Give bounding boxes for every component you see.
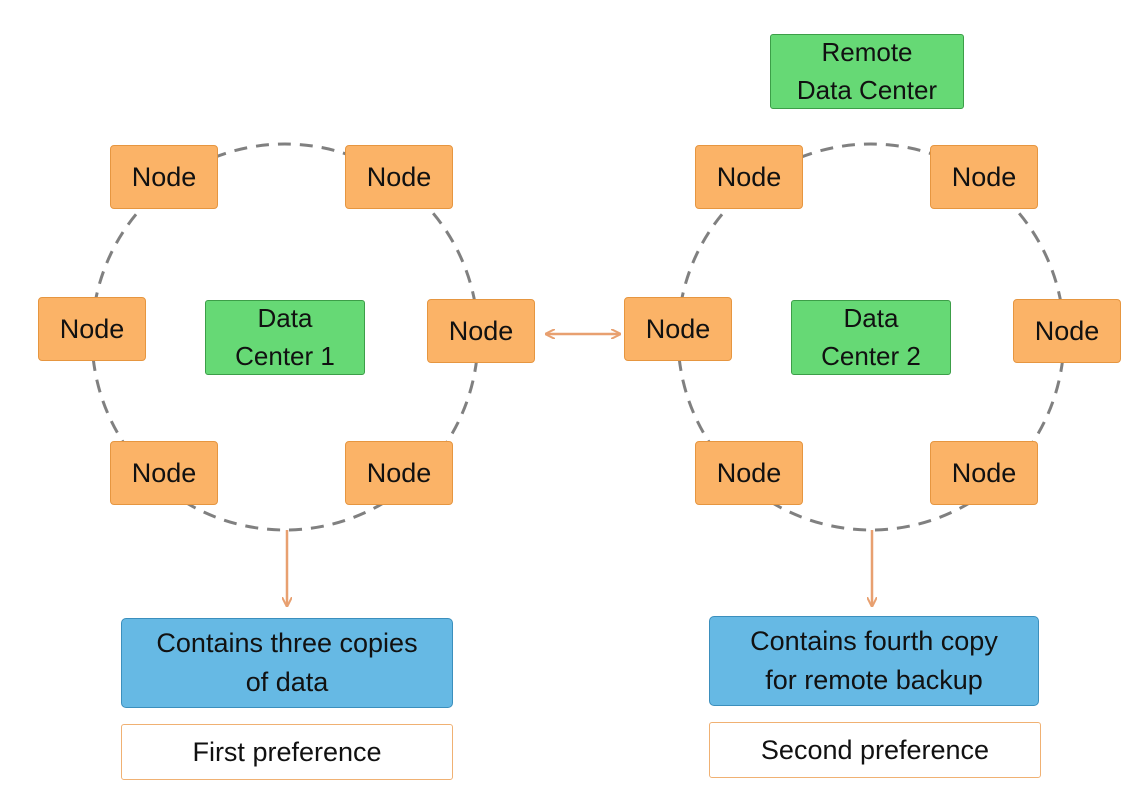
- first-preference-label: First preference: [121, 724, 453, 780]
- data-center-1-label: Data Center 1: [205, 300, 365, 375]
- node-dc2-right: Node: [1013, 299, 1121, 363]
- node-dc2-top-left: Node: [695, 145, 803, 209]
- node-dc1-bottom-left: Node: [110, 441, 218, 505]
- right-info-box: Contains fourth copy for remote backup: [709, 616, 1039, 706]
- left-info-box: Contains three copies of data: [121, 618, 453, 708]
- data-center-2-label: Data Center 2: [791, 300, 951, 375]
- node-dc1-top-right: Node: [345, 145, 453, 209]
- remote-data-center-label: Remote Data Center: [770, 34, 964, 109]
- node-dc1-left: Node: [38, 297, 146, 361]
- node-dc1-right: Node: [427, 299, 535, 363]
- node-dc2-top-right: Node: [930, 145, 1038, 209]
- node-dc1-top-left: Node: [110, 145, 218, 209]
- node-dc2-left: Node: [624, 297, 732, 361]
- second-preference-label: Second preference: [709, 722, 1041, 778]
- node-dc1-bottom-right: Node: [345, 441, 453, 505]
- node-dc2-bottom-left: Node: [695, 441, 803, 505]
- node-dc2-bottom-right: Node: [930, 441, 1038, 505]
